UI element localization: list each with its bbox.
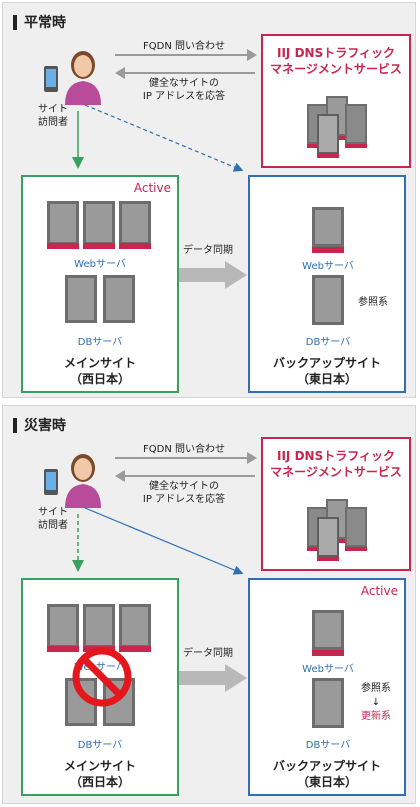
main-web-label: Webサーバ xyxy=(74,662,126,673)
disaster-section: 災害時 サイト 訪問者 FQDN 問い合わせ 健全なサイトの IP アドレスを応… xyxy=(2,405,416,804)
normal-section: 平常時 サイト 訪問者 FQDN 問い合わせ 健全なサ xyxy=(2,2,416,398)
main-site-name: メインサイト （西日本） xyxy=(63,356,136,386)
main-db-label: DBサーバ xyxy=(77,740,123,751)
section-title-text: 災害時 xyxy=(24,418,66,434)
data-sync-arrow xyxy=(170,664,247,692)
smartphone-icon xyxy=(43,468,59,500)
main-site-name: メインサイト （西日本） xyxy=(63,759,136,789)
db-server-icon xyxy=(312,275,346,331)
section-title-text: 平常時 xyxy=(24,15,66,31)
dns-service-title: IIJ DNSトラフィック マネージメントサービス xyxy=(270,46,402,76)
answer-label: 健全なサイトの IP アドレスを応答 xyxy=(142,78,226,102)
backup-site-name: バックアップサイト （東日本） xyxy=(272,356,381,386)
web-server-icon xyxy=(47,602,153,658)
visitor-to-backup-line xyxy=(84,104,244,172)
role-change-label: 参照系 ↓ 更新系 xyxy=(356,682,396,724)
db-server-icon xyxy=(65,273,137,331)
web-server-icon xyxy=(312,610,346,662)
backup-db-label: DBサーバ xyxy=(305,337,351,348)
title-bar-icon xyxy=(13,14,17,30)
active-badge: Active xyxy=(360,584,398,598)
data-sync-label: データ同期 xyxy=(183,245,233,256)
backup-site-box: Webサーバ 参照系 DBサーバ バックアップサイト （東日本） xyxy=(248,175,406,393)
answer-label: 健全なサイトの IP アドレスを応答 xyxy=(142,481,226,505)
down-arrow-icon: ↓ xyxy=(371,697,381,708)
section-title: 平常時 xyxy=(13,12,66,32)
visitor-person-icon xyxy=(61,450,105,512)
dns-server-icon xyxy=(307,96,367,162)
active-badge: Active xyxy=(133,181,171,195)
db-server-icon xyxy=(312,678,346,734)
backup-db-label: DBサーバ xyxy=(305,740,351,751)
visitor-label: サイト 訪問者 xyxy=(38,104,68,128)
smartphone-icon xyxy=(43,65,59,97)
main-web-label: Webサーバ xyxy=(74,259,126,270)
backup-web-label: Webサーバ xyxy=(302,664,354,675)
web-server-icon xyxy=(312,207,346,259)
prohibited-icon xyxy=(71,646,133,712)
reference-label: 参照系 xyxy=(361,683,391,694)
dns-service-title: IIJ DNSトラフィック マネージメントサービス xyxy=(270,449,402,479)
main-db-label: DBサーバ xyxy=(77,337,123,348)
visitor-to-backup-line xyxy=(84,507,244,575)
dns-service-box: IIJ DNSトラフィック マネージメントサービス xyxy=(261,437,411,571)
backup-site-name: バックアップサイト （東日本） xyxy=(272,759,381,789)
backup-web-label: Webサーバ xyxy=(302,261,354,272)
main-site-box: Webサーバ DBサーバ メインサイト （西日本） xyxy=(21,578,179,796)
query-label: FQDN 問い合わせ xyxy=(143,41,225,52)
backup-site-box: Active Webサーバ 参照系 ↓ 更新系 DBサーバ バックアップサイト … xyxy=(248,578,406,796)
data-sync-label: データ同期 xyxy=(183,648,233,659)
data-sync-arrow xyxy=(170,261,247,289)
reference-label: 参照系 xyxy=(358,297,388,308)
query-label: FQDN 問い合わせ xyxy=(143,444,225,455)
main-site-box: Active Webサーバ DBサーバ メインサイト （西日本） xyxy=(21,175,179,393)
section-title: 災害時 xyxy=(13,415,66,435)
update-label: 更新系 xyxy=(361,711,391,722)
dns-service-box: IIJ DNSトラフィック マネージメントサービス xyxy=(261,34,411,168)
title-bar-icon xyxy=(13,417,17,433)
dns-server-icon xyxy=(307,499,367,565)
visitor-person-icon xyxy=(61,47,105,109)
web-server-icon xyxy=(47,199,153,255)
visitor-label: サイト 訪問者 xyxy=(38,507,68,531)
